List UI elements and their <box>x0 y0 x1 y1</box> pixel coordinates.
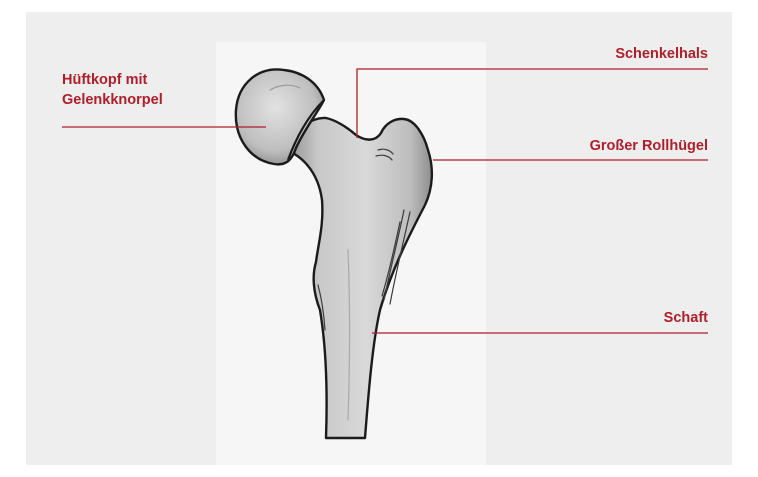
label-femoral-head: Hüftkopf mit Gelenkknorpel <box>62 70 163 110</box>
label-greater-trochanter: Großer Rollhügel <box>590 136 708 156</box>
label-shaft: Schaft <box>664 308 708 328</box>
label-femoral-head-line1: Hüftkopf mit <box>62 70 163 90</box>
label-femoral-neck: Schenkelhals <box>615 44 708 64</box>
femur-body <box>286 118 432 438</box>
label-femoral-head-line2: Gelenkknorpel <box>62 90 163 110</box>
